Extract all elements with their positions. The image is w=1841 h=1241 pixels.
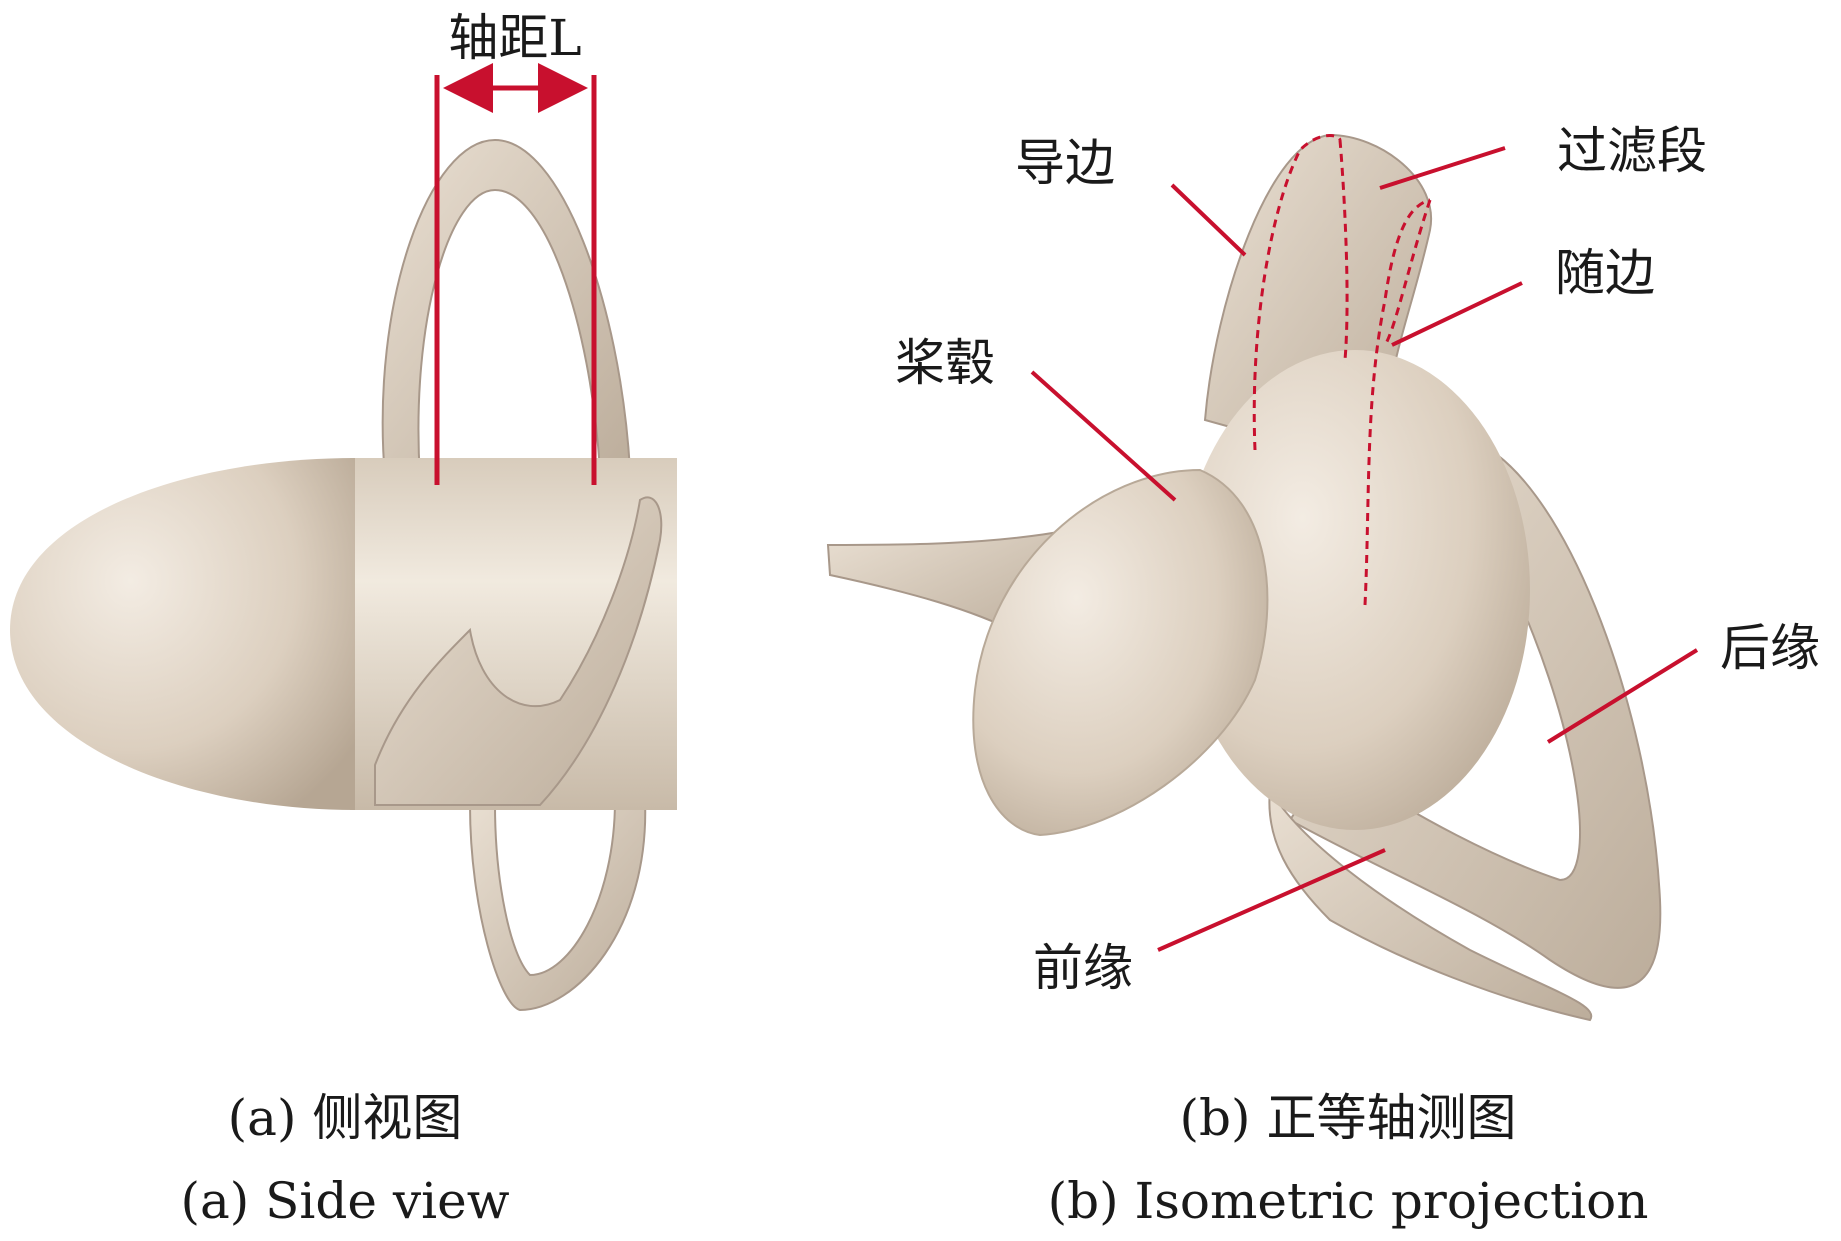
label-leading-edge-tip: 导边 [1015,134,1115,192]
side-view-caption-cn: (a) 侧视图 [228,1089,463,1147]
isometric-view-illustration [826,133,1699,1022]
lower-blade-loop [468,799,647,1012]
iso-view-caption-cn: (b) 正等轴测图 [1180,1089,1517,1147]
hub-nose [10,458,355,810]
lower-ring-blade [1268,786,1593,1022]
label-trailing-edge-tip: 随边 [1555,244,1655,302]
hub-body [1180,350,1530,830]
label-leading-edge: 前缘 [1033,939,1133,997]
wheelbase-label: 轴距L [448,9,581,67]
side-view-illustration [10,63,677,1012]
hub-nose-iso [972,468,1269,837]
label-transition-section: 过滤段 [1557,122,1707,180]
label-trailing-edge: 后缘 [1720,619,1820,677]
iso-view-caption-en: (b) Isometric projection [1048,1172,1649,1230]
blade-root [374,496,663,806]
label-hub: 桨毂 [895,334,995,392]
side-view-caption-en: (a) Side view [180,1172,509,1230]
